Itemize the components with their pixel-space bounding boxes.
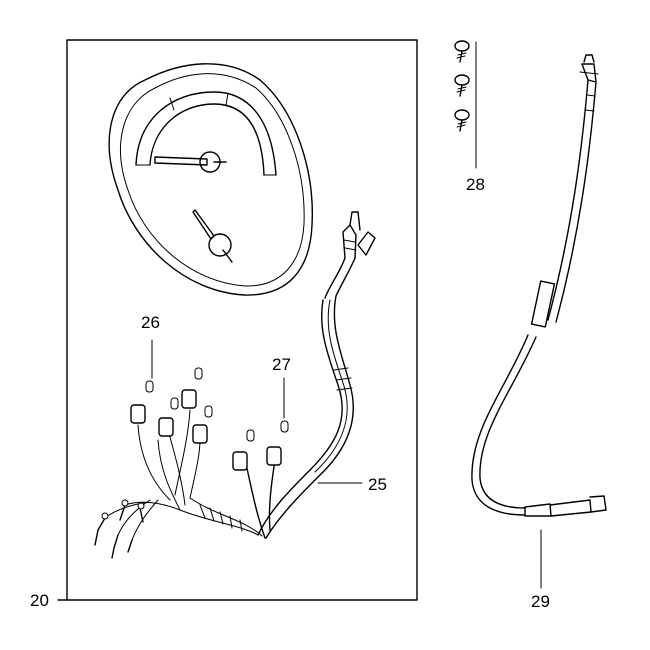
callout-29: 29 bbox=[531, 592, 550, 611]
speedometer-cable bbox=[471, 54, 607, 589]
callout-27: 27 bbox=[272, 355, 291, 374]
wire-terminals bbox=[94, 499, 145, 559]
callout-28: 28 bbox=[466, 175, 485, 194]
callout-25: 25 bbox=[368, 475, 387, 494]
callout-26: 26 bbox=[141, 313, 160, 332]
bulb-sockets bbox=[130, 367, 289, 471]
wiring-harness bbox=[104, 211, 376, 541]
assembly-frame bbox=[66, 39, 418, 601]
callout-20: 20 bbox=[30, 591, 49, 610]
speedometer-housing bbox=[108, 63, 313, 296]
screws bbox=[454, 40, 477, 169]
